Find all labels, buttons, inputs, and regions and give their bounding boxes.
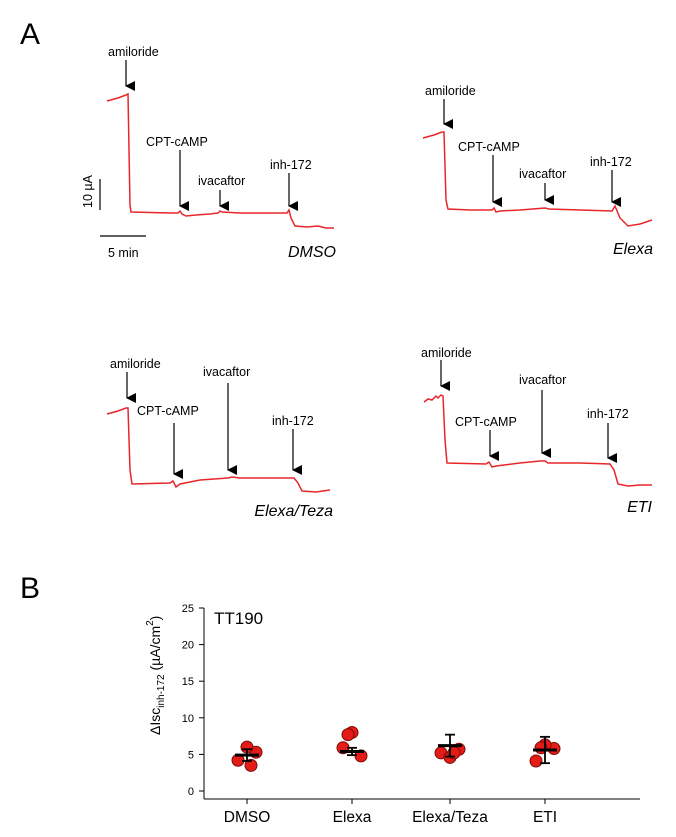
current-trace	[106, 407, 331, 493]
trace-panel-eti: amiloride CPT-cAMP ivacaftor inh-172 ETI	[421, 346, 653, 516]
condition-label: Elexa	[613, 241, 653, 258]
trace-panel-dmso: amiloride CPT-cAMP ivacaftor inh-172 DMS…	[106, 45, 336, 261]
amiloride-label: amiloride	[110, 357, 161, 371]
cpt-camp-label: CPT-cAMP	[458, 140, 520, 154]
y-axis-label-close: )	[147, 616, 163, 621]
y-tick-label: 25	[182, 603, 194, 615]
y-axis-label: ΔIscinh-172 (µA/cm2)	[145, 616, 167, 735]
current-trace	[423, 394, 652, 487]
trace-panel-elexa-teza: amiloride CPT-cAMP ivacaftor inh-172 Ele…	[106, 357, 333, 520]
ivacaftor-label: ivacaftor	[519, 373, 566, 387]
y-axis-label-main: ΔIsc	[147, 708, 163, 735]
data-point	[529, 754, 543, 768]
condition-label: ETI	[627, 499, 652, 516]
y-axis: 0 5 10 15 20 25	[182, 603, 205, 799]
current-trace	[106, 92, 334, 229]
ivacaftor-label: ivacaftor	[203, 365, 250, 379]
ivacaftor-label: ivacaftor	[519, 167, 566, 181]
scale-bar-x-label: 5 min	[108, 246, 139, 260]
condition-label: DMSO	[288, 244, 336, 261]
y-axis-label-subscript: inh-172	[156, 674, 167, 708]
x-tick-label: Elexa	[333, 809, 372, 826]
y-tick-label: 0	[188, 786, 194, 798]
y-axis-label-superscript: 2	[145, 620, 156, 626]
x-tick-label: DMSO	[224, 809, 271, 826]
x-axis: DMSO Elexa Elexa/Teza ETI	[204, 798, 640, 826]
y-tick-label: 15	[182, 676, 194, 688]
cpt-camp-label: CPT-cAMP	[146, 135, 208, 149]
inh-172-label: inh-172	[590, 155, 632, 169]
current-trace	[422, 131, 653, 227]
scale-bar: 10 µA 5 min	[81, 174, 146, 260]
ivacaftor-label: ivacaftor	[198, 174, 245, 188]
x-tick-label: Elexa/Teza	[412, 809, 488, 826]
scale-bar-y-label: 10 µA	[81, 174, 95, 208]
data-point	[244, 758, 258, 772]
trace-panel-elexa: amiloride CPT-cAMP ivacaftor inh-172 Ele…	[422, 84, 653, 258]
chart-title: TT190	[214, 609, 263, 628]
inh-172-label: inh-172	[587, 407, 629, 421]
y-tick-label: 5	[188, 749, 194, 761]
cpt-camp-label: CPT-cAMP	[137, 404, 199, 418]
data-points	[231, 725, 561, 772]
cpt-camp-label: CPT-cAMP	[455, 415, 517, 429]
panel-b-letter: B	[20, 572, 40, 605]
data-point	[341, 728, 355, 742]
amiloride-label: amiloride	[425, 84, 476, 98]
y-tick-label: 10	[182, 713, 194, 725]
x-tick-label: ETI	[533, 809, 557, 826]
inh-172-label: inh-172	[270, 158, 312, 172]
panel-a-letter: A	[20, 18, 40, 51]
y-axis-label-unit: (µA/cm	[147, 626, 163, 675]
error-bars	[235, 733, 557, 765]
y-tick-label: 20	[182, 640, 194, 652]
condition-label: Elexa/Teza	[254, 503, 333, 520]
inh-172-label: inh-172	[272, 414, 314, 428]
amiloride-label: amiloride	[108, 45, 159, 59]
amiloride-label: amiloride	[421, 346, 472, 360]
